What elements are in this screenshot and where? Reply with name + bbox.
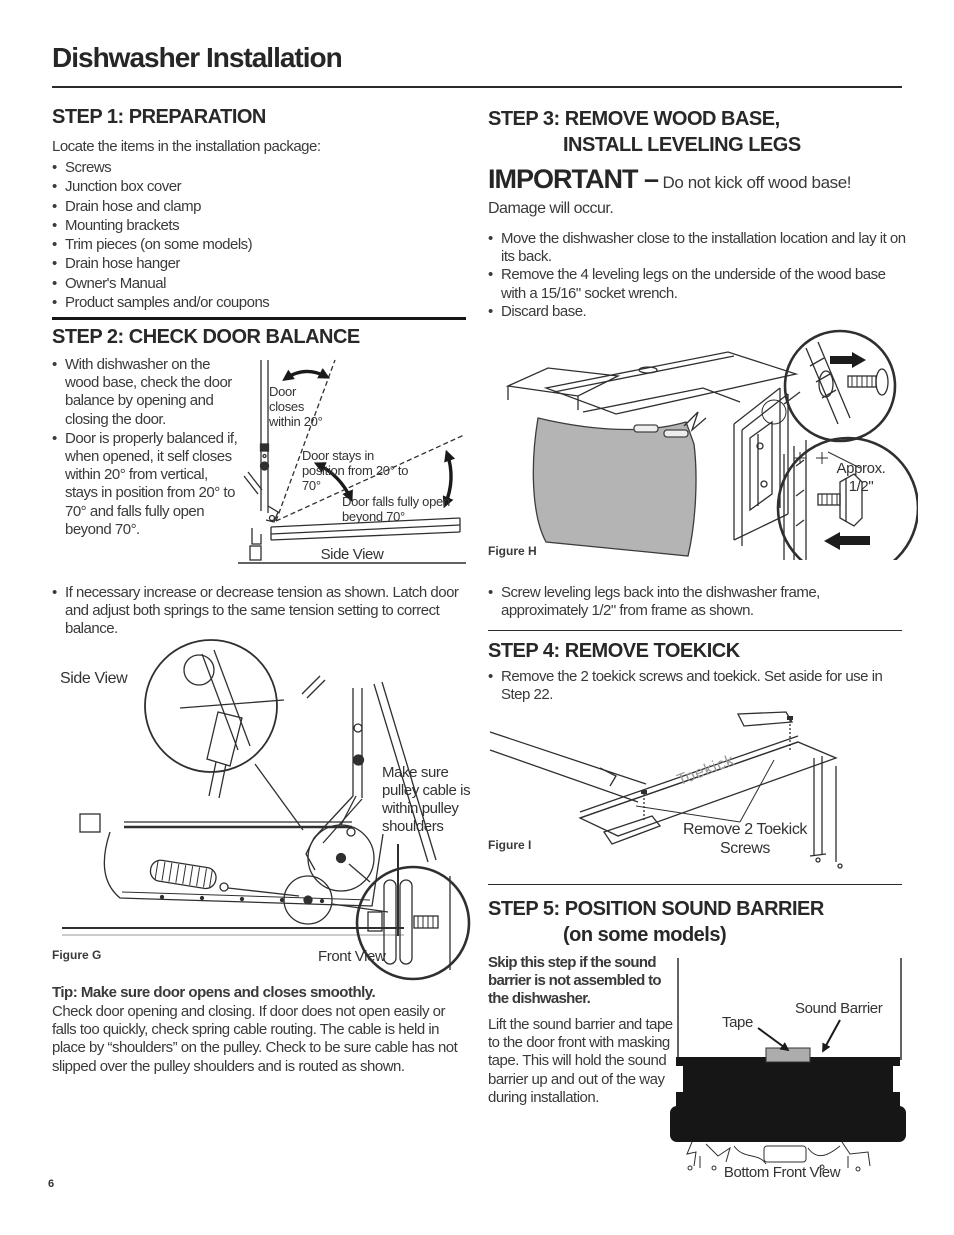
step3-heading-line2: INSTALL LEVELING LEGS: [563, 134, 801, 156]
remove-toekick-screws-label: Remove 2 Toekick Screws: [682, 821, 808, 857]
step5-heading-line2: (on some models): [563, 924, 727, 946]
sound-barrier-diagram: Tape Sound Barrier: [670, 956, 906, 1172]
figure-h: Approx. 1/2": [488, 326, 918, 560]
section-divider: [52, 317, 466, 320]
step3-heading-line1: STEP 3: REMOVE WOOD BASE,: [488, 108, 780, 130]
page-title: Dishwasher Installation: [52, 42, 343, 73]
list-item: Mounting brackets: [52, 216, 466, 236]
figure-i: Toekick Remove 2 Toekick Screws: [488, 710, 902, 876]
step2-heading: STEP 2: CHECK DOOR BALANCE: [52, 326, 360, 348]
step1-list: Screws Junction box cover Drain hose and…: [52, 158, 466, 313]
important-rest: Do not kick off wood base!: [662, 173, 852, 192]
list-item: Product samples and/or coupons: [52, 293, 466, 313]
list-item: If necessary increase or decrease tensio…: [52, 584, 466, 639]
step4-list: Remove the 2 toekick screws and toekick.…: [488, 668, 902, 704]
list-item: Drain hose hanger: [52, 254, 466, 274]
sound-barrier-label: Sound Barrier: [795, 1000, 883, 1017]
door-balance-diagram: Door closes within 20° Door stays in pos…: [238, 358, 466, 572]
front-view-label: Front View: [318, 948, 386, 965]
list-item: Discard base.: [488, 303, 906, 321]
step5-heading-line1: STEP 5: POSITION SOUND BARRIER: [488, 898, 824, 920]
step4-heading: STEP 4: REMOVE TOEKICK: [488, 640, 740, 662]
door-closes-label: Door closes within 20°: [269, 384, 323, 429]
list-item: Owner's Manual: [52, 274, 466, 294]
tension-bullet: If necessary increase or decrease tensio…: [52, 584, 466, 639]
figure-i-illustration: [489, 711, 843, 869]
list-item: Trim pieces (on some models): [52, 235, 466, 255]
step1-intro: Locate the items in the installation pac…: [52, 138, 321, 155]
step5-body: Lift the sound barrier and tape to the d…: [488, 1016, 673, 1106]
figure-g-side-view-label: Side View: [60, 670, 128, 687]
figure-h-label: Figure H: [488, 544, 537, 558]
section-divider: [488, 884, 902, 885]
leveling-bullet: Screw leveling legs back into the dishwa…: [488, 584, 902, 620]
figure-g-label: Figure G: [52, 948, 102, 962]
list-item: Door is properly balanced if, when opene…: [52, 430, 239, 539]
figure-g: Side View Make sure pulley cable is with…: [52, 636, 473, 982]
list-item: Move the dishwasher close to the install…: [488, 230, 906, 266]
important-line2: Damage will occur.: [488, 200, 614, 217]
tip-body: Check door opening and closing. If door …: [52, 1003, 458, 1075]
list-item: Screw leveling legs back into the dishwa…: [488, 584, 902, 620]
approx-half-inch-label: Approx. 1/2": [836, 460, 886, 495]
list-item: Remove the 2 toekick screws and toekick.…: [488, 668, 902, 704]
bottom-front-view-caption: Bottom Front View: [723, 1164, 841, 1181]
list-item: Junction box cover: [52, 177, 466, 197]
step2-list: With dishwasher on the wood base, check …: [52, 356, 239, 539]
tape-label: Tape: [722, 1014, 753, 1031]
step3-list: Move the dishwasher close to the install…: [488, 230, 906, 321]
door-balance-illustration: [238, 359, 466, 564]
important-note: IMPORTANT – Do not kick off wood base!: [488, 164, 906, 195]
header-divider: [52, 86, 902, 88]
figure-g-illustration: [62, 639, 471, 981]
pulley-note-label: Make sure pulley cable is within pulley …: [382, 764, 471, 835]
page-number: 6: [48, 1178, 55, 1190]
list-item: Screws: [52, 158, 466, 178]
step5-skip-note: Skip this step if the sound barrier is n…: [488, 954, 662, 1008]
side-view-caption: Side View: [320, 546, 384, 563]
step1-heading: STEP 1: PREPARATION: [52, 106, 266, 128]
list-item: With dishwasher on the wood base, check …: [52, 356, 239, 429]
list-item: Remove the 4 leveling legs on the unders…: [488, 266, 906, 302]
figure-h-illustration: [505, 329, 918, 560]
tip-heading: Tip: Make sure door opens and closes smo…: [52, 984, 376, 1001]
door-falls-label: Door falls fully open beyond 70°: [342, 494, 450, 524]
important-word: IMPORTANT –: [488, 164, 659, 194]
sound-barrier-illustration: [670, 958, 906, 1172]
list-item: Drain hose and clamp: [52, 197, 466, 217]
door-stays-label: Door stays in position from 20° to 70°: [302, 448, 409, 493]
figure-i-label: Figure I: [488, 838, 532, 852]
section-divider: [488, 630, 902, 631]
